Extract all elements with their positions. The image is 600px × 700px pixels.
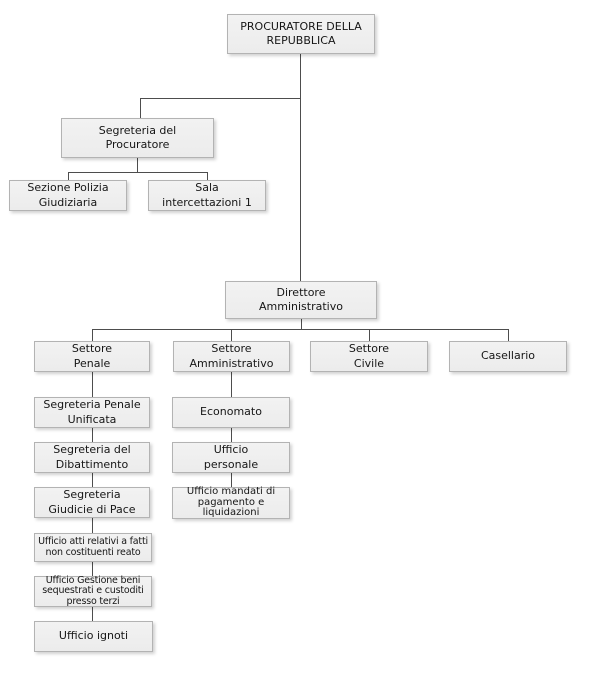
node-settore-amministrativo: Settore Amministrativo [173,341,290,372]
connector-line [92,473,93,487]
connector-line [92,329,93,341]
node-settore-civile: Settore Civile [310,341,428,372]
connector-line [92,607,93,621]
node-segreteria-del-dibattimento: Segreteria del Dibattimento [34,442,150,473]
connector-line [92,428,93,442]
connector-line [92,518,93,533]
node-direttore-amministrativo: Direttore Amministrativo [225,281,377,319]
connector-line [231,473,232,487]
node-ufficio-gestione-beni-sequestrati: Ufficio Gestione beni sequestrati e cust… [34,575,152,607]
connector-line [140,98,301,99]
connector-line [68,172,208,173]
connector-line [231,329,232,341]
node-sala-intercettazioni-1: Sala intercettazioni 1 [148,180,266,211]
node-economato: Economato [172,397,290,428]
connector-line [369,329,370,341]
connector-line [508,329,509,341]
connector-line [92,329,509,330]
connector-line [68,172,69,180]
node-sezione-polizia-giudiziaria: Sezione Polizia Giudiziaria [9,180,127,211]
connector-line [92,372,93,397]
node-segreteria-giudice-di-pace: Segreteria Giudicie di Pace [34,487,150,518]
connector-line [231,428,232,442]
connector-line [231,372,232,397]
connector-line [301,319,302,330]
node-ufficio-personale: Ufficio personale [172,442,290,473]
connector-line [137,158,138,173]
node-settore-penale: Settore Penale [34,341,150,372]
node-procuratore-della-repubblica: PROCURATORE DELLA REPUBBLICA [227,14,375,54]
node-segreteria-penale-unificata: Segreteria Penale Unificata [34,397,150,428]
connector-line [207,172,208,180]
node-ufficio-ignoti: Ufficio ignoti [34,621,153,652]
connector-line [92,562,93,576]
node-casellario: Casellario [449,341,567,372]
connector-line [140,98,141,118]
connector-line [300,54,301,281]
node-ufficio-mandati-pagamento-liquidazioni: Ufficio mandati di pagamento e liquidazi… [172,487,290,519]
node-ufficio-atti-non-costituenti-reato: Ufficio atti relativi a fatti non costit… [34,533,152,562]
node-segreteria-del-procuratore: Segreteria del Procuratore [61,118,214,158]
